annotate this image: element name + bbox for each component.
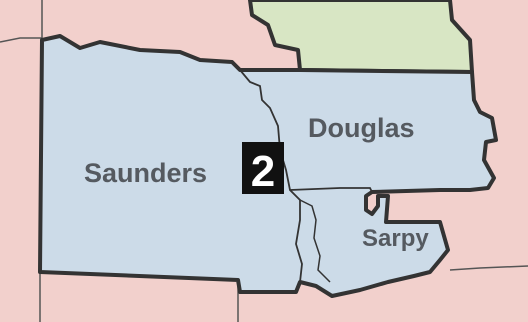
district-badge-bg [242,142,284,194]
county-label-saunders: Saunders [84,158,207,188]
county-label-douglas: Douglas [308,113,415,143]
county-line-thin [0,37,42,43]
county-label-sarpy: Sarpy [362,225,429,252]
district-badge: 2 [242,142,284,196]
county-line-thin [449,265,528,271]
river-line [299,199,331,283]
county-boundary-douglas-sarpy [289,187,373,193]
district-number: 2 [251,147,275,196]
